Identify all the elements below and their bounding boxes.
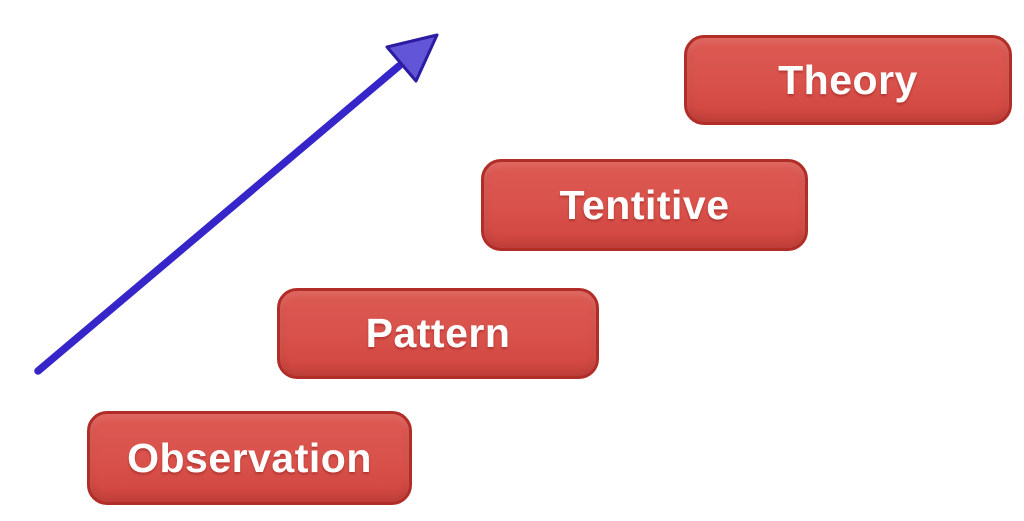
step-label-theory: Theory bbox=[778, 56, 918, 103]
step-box-observation: Observation bbox=[87, 411, 412, 505]
step-label-observation: Observation bbox=[127, 434, 372, 481]
arrow-head-icon bbox=[385, 33, 439, 83]
step-label-pattern: Pattern bbox=[365, 310, 511, 356]
step-box-pattern: Pattern bbox=[277, 288, 599, 379]
step-box-tentitive: Tentitive bbox=[481, 159, 808, 251]
step-box-theory: Theory bbox=[684, 35, 1012, 125]
step-label-tentitive: Tentitive bbox=[559, 181, 730, 228]
